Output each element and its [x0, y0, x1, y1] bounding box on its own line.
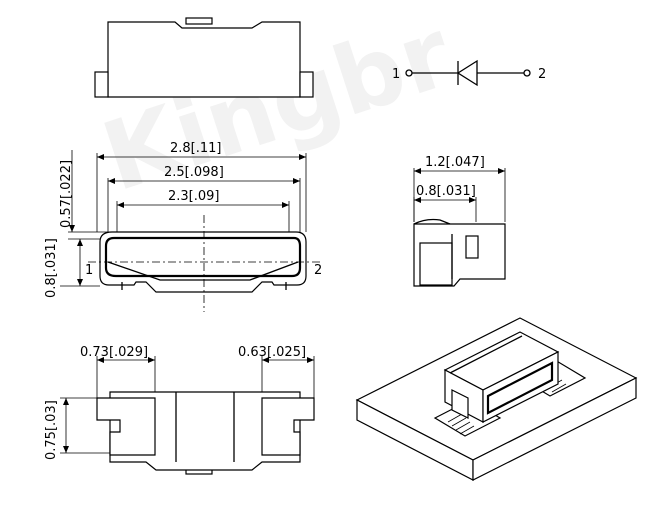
side-view: 1.2[.047] 0.8[.031]: [413, 155, 506, 287]
front-view: 2.8[.11] 2.5[.098] 2.3[.09] 0.57[.022] 0…: [44, 141, 322, 312]
front-view-lens: [104, 236, 302, 278]
dim-overall-length: 2.8[.11]: [170, 141, 222, 156]
side-view-lead: [419, 242, 453, 286]
dim-inner-length: 2.3[.09]: [168, 189, 220, 204]
bottom-view: 0.73[.029] 0.63[.025] 0.75[.03]: [44, 345, 315, 475]
dim-height: 0.8[.031]: [44, 238, 59, 298]
top-view-tab: [185, 17, 213, 25]
dim-right-pad: 0.63[.025]: [238, 345, 306, 360]
side-view-lens: [465, 235, 479, 259]
isometric-view: [355, 317, 638, 481]
symbol-anode-triangle: [456, 59, 478, 87]
dim-side-width: 1.2[.047]: [425, 155, 485, 170]
dim-body-length: 2.5[.098]: [164, 165, 224, 180]
pcb-right-side: [472, 377, 637, 481]
top-view: [94, 17, 314, 98]
dim-top-thickness: 0.57[.022]: [59, 160, 74, 228]
symbol-pin2-terminal: [523, 69, 531, 77]
symbol-pin2-label: 2: [538, 67, 546, 82]
top-view-right-lead: [299, 71, 314, 98]
top-view-body: [107, 21, 301, 98]
dim-side-lens: 0.8[.031]: [416, 184, 476, 199]
symbol-pin1-label: 1: [392, 67, 400, 82]
top-view-left-lead: [94, 71, 109, 98]
bottom-view-left-pad: [96, 397, 156, 456]
dim-left-pad: 0.73[.029]: [80, 345, 148, 360]
bottom-view-right-pad: [261, 397, 315, 456]
diode-symbol: 1 2: [392, 59, 546, 87]
dim-pad-height: 0.75[.03]: [44, 400, 59, 460]
front-view-pin1-label: 1: [85, 263, 93, 278]
front-view-pin2-label: 2: [314, 263, 322, 278]
